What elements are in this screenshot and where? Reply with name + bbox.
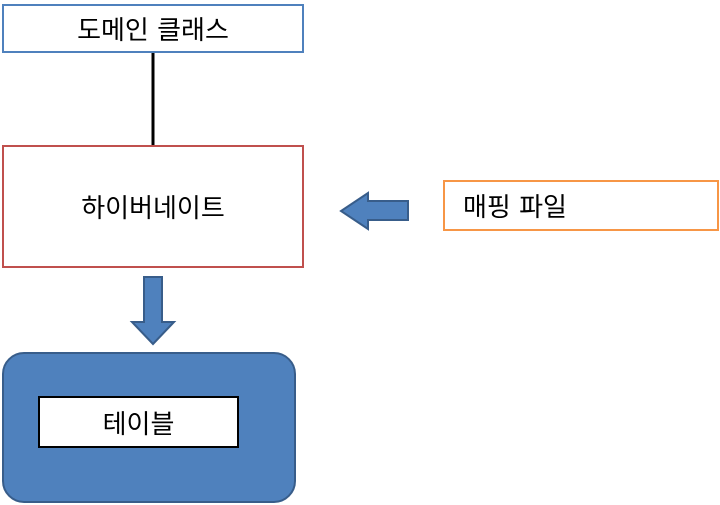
hibernate-to-table-arrow [129, 276, 177, 346]
hibernate-box: 하이버네이트 [2, 145, 304, 268]
mapping-file-label: 매핑 파일 [463, 193, 567, 223]
hibernate-label: 하이버네이트 [81, 194, 225, 224]
domain-class-box: 도메인 클래스 [2, 4, 304, 53]
domain-class-label: 도메인 클래스 [77, 16, 229, 46]
mapping-file-box: 매핑 파일 [443, 180, 719, 231]
table-box: 테이블 [38, 396, 239, 448]
table-label: 테이블 [102, 409, 175, 440]
mapping-to-hibernate-arrow [339, 191, 409, 231]
